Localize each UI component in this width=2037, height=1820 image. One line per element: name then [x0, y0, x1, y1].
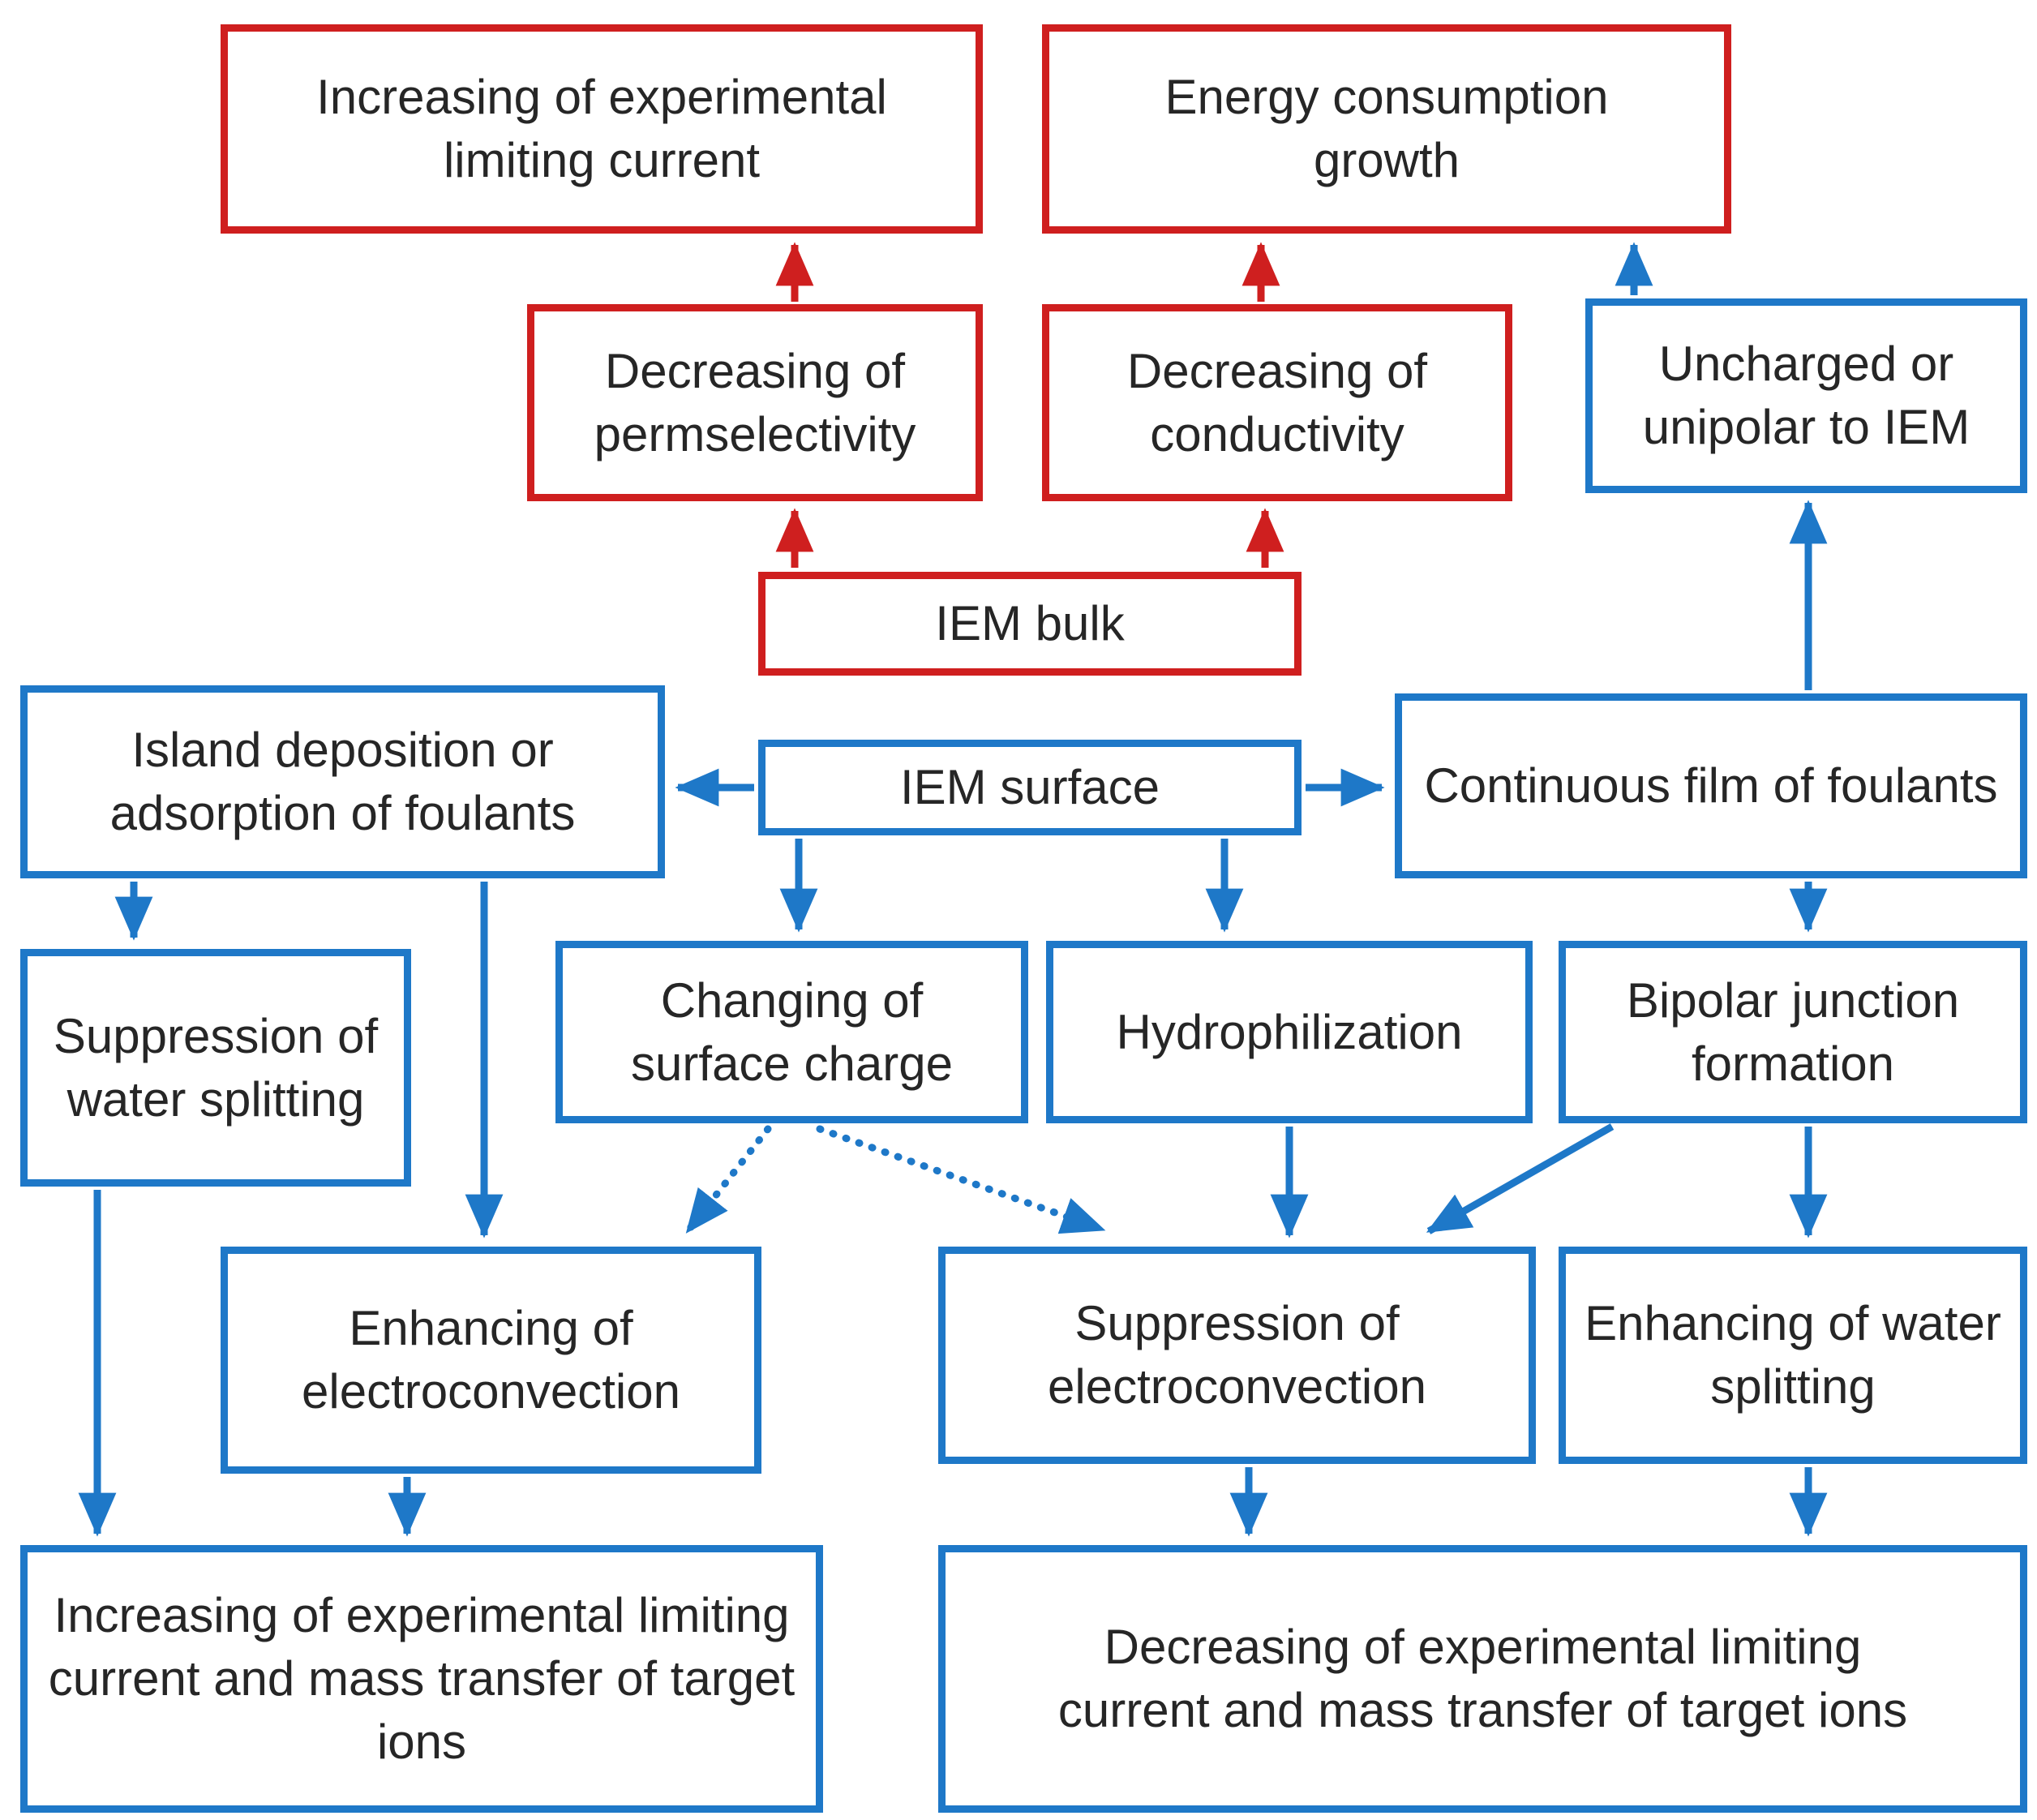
node-iem-surface: IEM surface — [758, 740, 1302, 835]
node-enhancing-of-electroconvection: Enhancing of electroconvection — [221, 1247, 761, 1474]
node-increasing-limiting-current-mass-transfer: Increasing of experimental limiting curr… — [20, 1545, 823, 1813]
node-iem-bulk: IEM bulk — [758, 572, 1302, 676]
edge-bipolar-junction-formation--suppression-of-electroconvection — [1426, 1123, 1615, 1234]
node-hydrophilization: Hydrophilization — [1046, 941, 1533, 1123]
node-island-deposition-or-adsorption-of-foulants: Island deposition or adsorption of foula… — [20, 685, 665, 878]
node-decreasing-limiting-current-mass-transfer: Decreasing of experimental limiting curr… — [938, 1545, 2027, 1813]
node-enhancing-of-water-splitting: Enhancing of water splitting — [1559, 1247, 2027, 1464]
node-decreasing-of-conductivity: Decreasing of conductivity — [1042, 304, 1512, 501]
node-uncharged-or-unipolar-to-iem: Uncharged or unipolar to IEM — [1585, 298, 2027, 493]
node-decreasing-of-permselectivity: Decreasing of permselectivity — [527, 304, 983, 501]
edge-changing-of-surface-charge--suppression-of-electroconvection — [816, 1125, 1107, 1234]
node-increasing-experimental-limiting-current: Increasing of experimental limiting curr… — [221, 24, 983, 234]
node-continuous-film-of-foulants: Continuous film of foulants — [1395, 693, 2027, 878]
node-suppression-of-water-splitting: Suppression of water splitting — [20, 949, 411, 1187]
node-energy-consumption-growth: Energy consumption growth — [1042, 24, 1731, 234]
node-bipolar-junction-formation: Bipolar junction formation — [1559, 941, 2027, 1123]
edge-changing-of-surface-charge--enhancing-of-electroconvection — [684, 1125, 772, 1235]
node-suppression-of-electroconvection: Suppression of electroconvection — [938, 1247, 1536, 1464]
node-changing-of-surface-charge: Changing of surface charge — [555, 941, 1028, 1123]
